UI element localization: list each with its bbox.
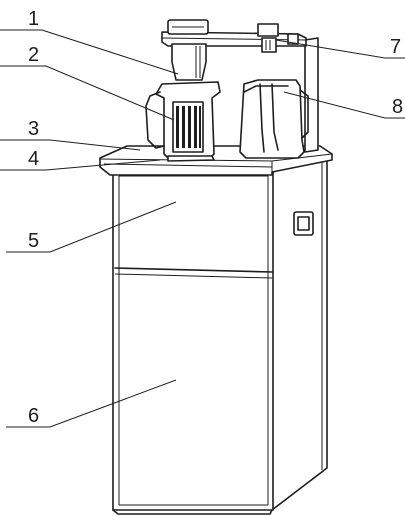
kettle-window-stripes <box>176 106 201 148</box>
callout-6: 6 <box>28 405 39 427</box>
callout-5: 5 <box>28 230 39 252</box>
cabinet-body <box>112 157 328 515</box>
callout-3: 3 <box>28 118 39 140</box>
tea-kettle <box>145 81 221 162</box>
callout-7: 7 <box>390 36 401 58</box>
callout-1: 1 <box>28 8 39 30</box>
support-arm <box>161 23 319 153</box>
callout-2: 2 <box>28 44 39 66</box>
water-kettle <box>239 79 309 159</box>
callout-8: 8 <box>392 96 403 118</box>
pump-head <box>167 19 209 81</box>
leader-lines <box>0 29 405 428</box>
callout-4: 4 <box>28 148 39 170</box>
callout-labels: 1 2 3 4 5 6 7 8 <box>28 8 403 427</box>
